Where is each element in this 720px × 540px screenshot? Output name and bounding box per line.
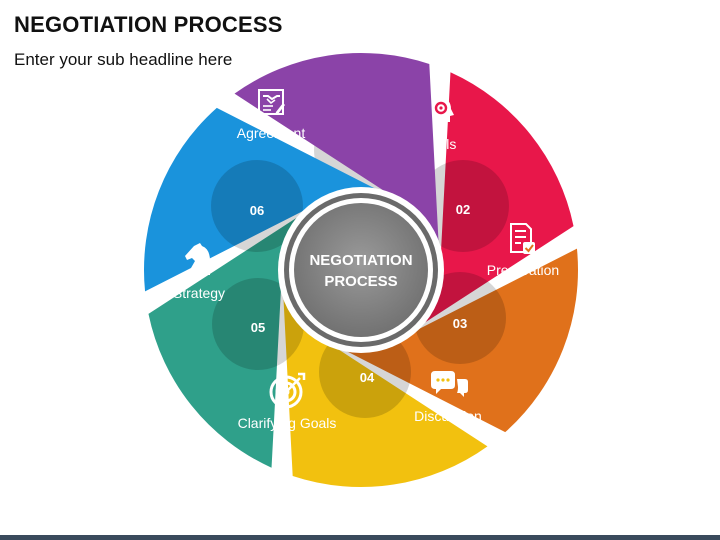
segment-clarifying-goals-label: Clarifying Goals [238, 415, 337, 431]
segment-preparation-number: 02 [456, 202, 470, 217]
page-title: NEGOTIATION PROCESS [14, 12, 283, 37]
segment-agreement-shape [234, 52, 440, 270]
segment-strategy[interactable]: Strategy 05 [143, 107, 401, 370]
segment-strategy-number-shade [212, 278, 304, 370]
segment-agreement-label: Agreement [237, 125, 306, 141]
segment-agreement-number-shade [211, 160, 303, 252]
handshake-document-icon [258, 89, 285, 115]
segment-strategy-label: Strategy [173, 285, 225, 301]
center-hub-disc [294, 203, 428, 337]
segment-clarifying-goals-number: 04 [360, 370, 375, 385]
checklist-document-icon [510, 223, 535, 254]
segment-strategy-number: 05 [251, 320, 265, 335]
target-icon [269, 372, 306, 409]
segment-preparation-label: Preparation [487, 262, 559, 278]
segment-discussion-number: 03 [453, 316, 467, 331]
chess-knight-icon [185, 243, 210, 275]
segment-preparation-number-shade [417, 160, 509, 252]
segment-strategy-shape [143, 107, 401, 292]
segment-agreement[interactable]: Agreement 06 [211, 52, 440, 270]
segment-preparation[interactable]: Preparation 02 [321, 160, 579, 433]
segment-discussion-label: Discussion [414, 408, 482, 424]
head-gear-icon [426, 98, 454, 127]
segment-discussion-shape [282, 270, 488, 487]
footer-bar [0, 535, 720, 540]
center-title-line2: PROCESS [324, 273, 397, 290]
chat-bubbles-icon [431, 371, 468, 397]
center-title-line1: NEGOTIATION [309, 252, 412, 269]
segment-preparation-shape [321, 248, 578, 433]
center-hub: NEGOTIATION PROCESS [278, 187, 444, 353]
segment-agreement-number: 06 [250, 203, 264, 218]
page-subtitle: Enter your sub headline here [14, 50, 233, 69]
